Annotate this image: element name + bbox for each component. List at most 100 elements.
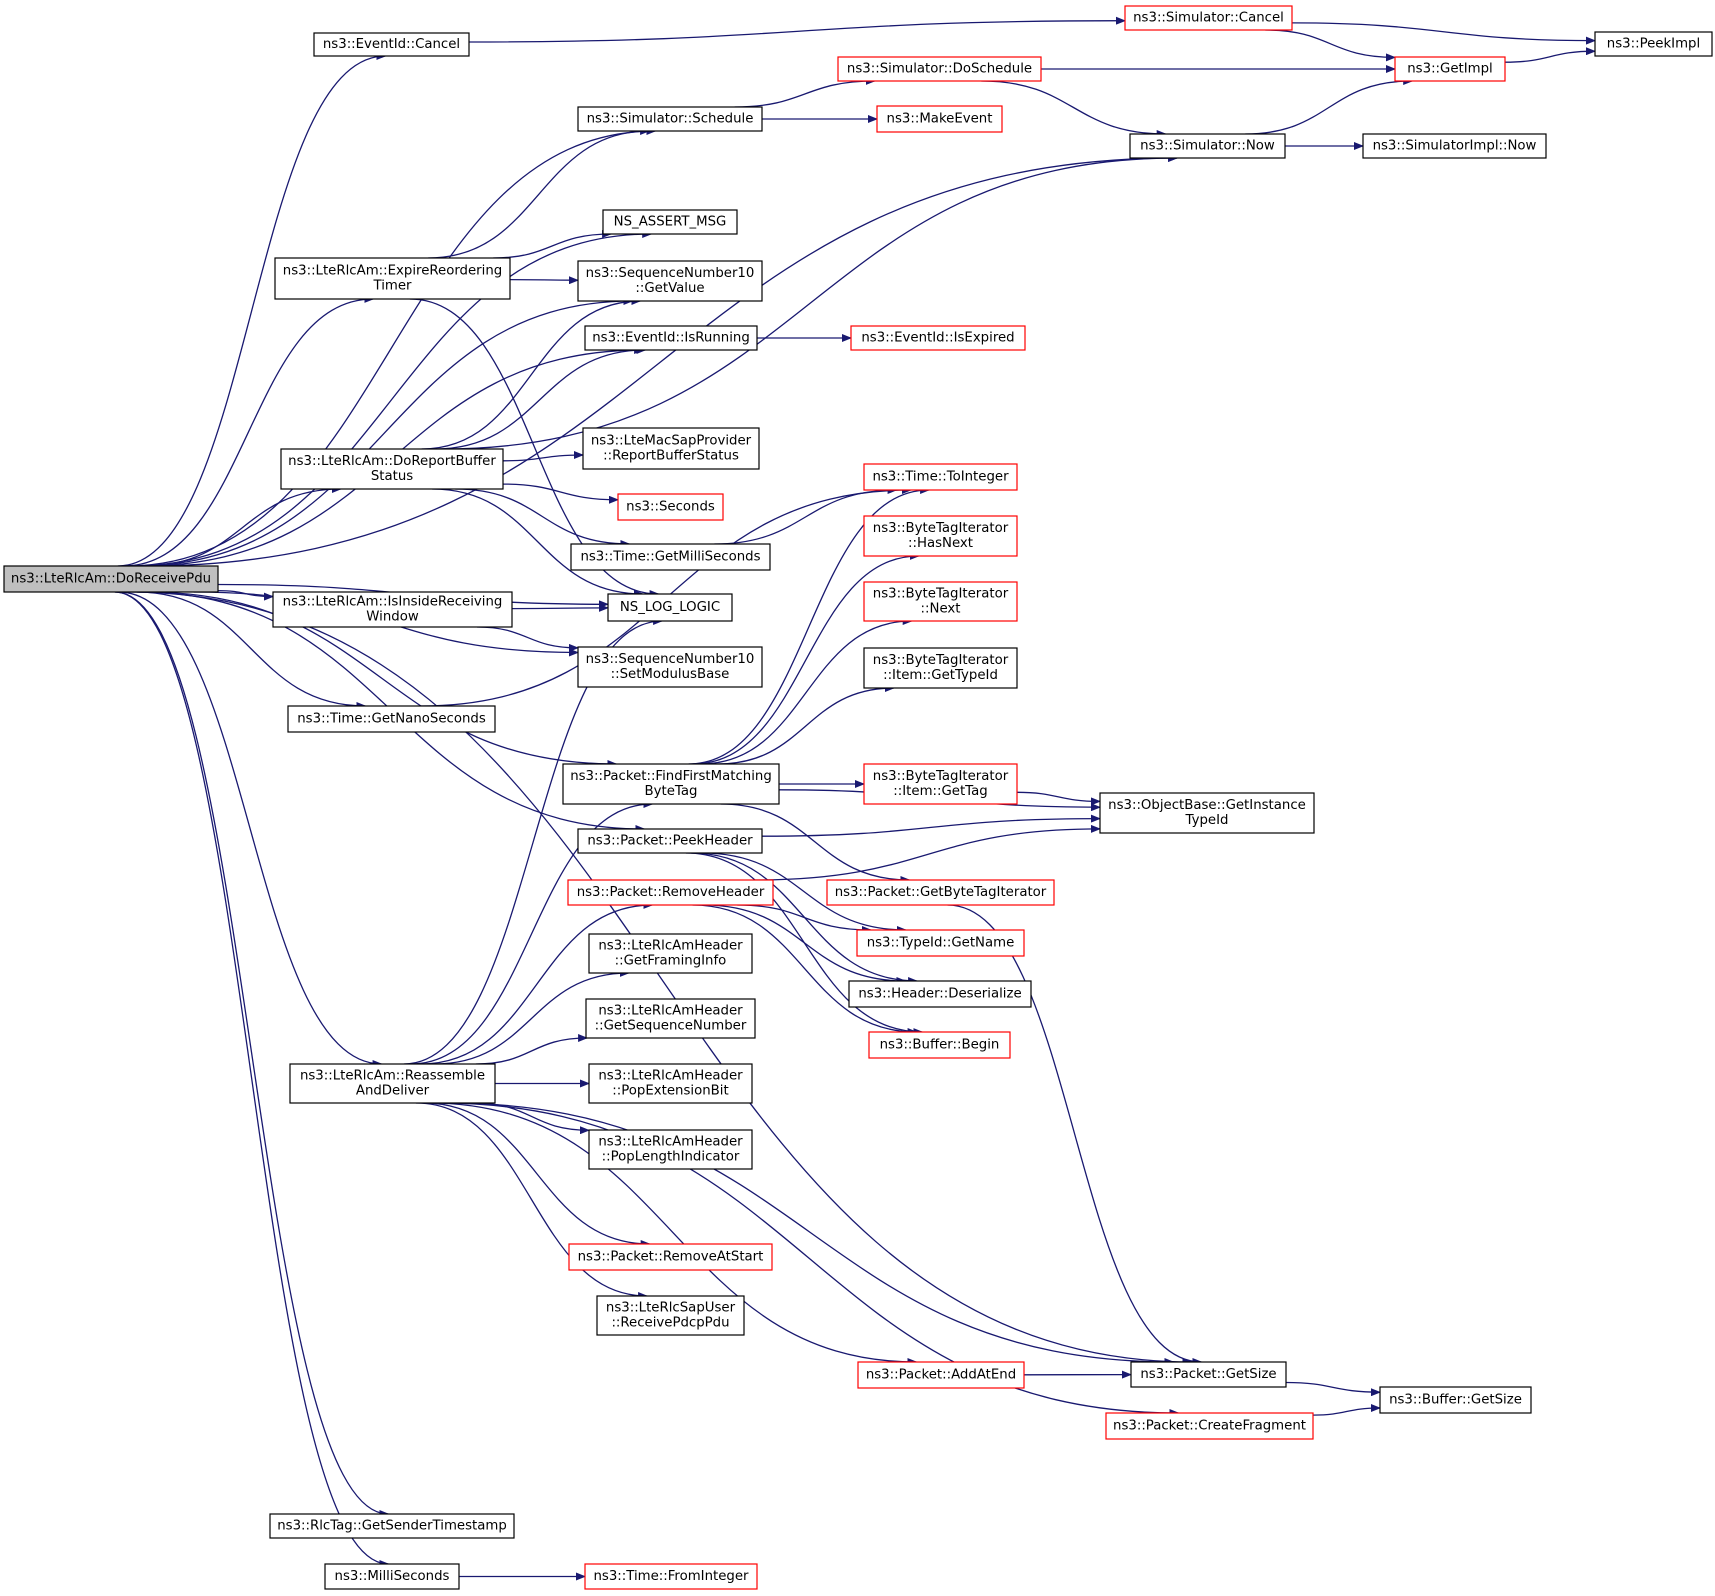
node-time-getms[interactable]: ns3::Time::GetMilliSeconds bbox=[570, 543, 771, 571]
edge-root-to-milliseconds bbox=[114, 591, 390, 1568]
node-seq-setmod[interactable]: ns3::SequenceNumber10::SetModulusBase bbox=[577, 646, 763, 688]
node-getimpl[interactable]: ns3::GetImpl bbox=[1394, 56, 1506, 82]
node-peekimpl[interactable]: ns3::PeekImpl bbox=[1594, 31, 1713, 57]
node-label: ns3::Seconds bbox=[626, 500, 715, 515]
node-label: ::PopLengthIndicator bbox=[602, 1150, 740, 1165]
node-box bbox=[269, 1513, 515, 1539]
node-packet-getsize[interactable]: ns3::Packet::GetSize bbox=[1130, 1361, 1287, 1388]
node-box bbox=[863, 515, 1018, 557]
node-createfragment[interactable]: ns3::Packet::CreateFragment bbox=[1105, 1412, 1314, 1440]
edge-root-to-sim_now bbox=[143, 154, 1179, 567]
node-reportbufferstatus[interactable]: ns3::LteMacSapProvider::ReportBufferStat… bbox=[582, 427, 760, 470]
edge-root-to-reassemble bbox=[118, 591, 383, 1068]
node-label: Window bbox=[366, 610, 419, 625]
node-makeevent[interactable]: ns3::MakeEvent bbox=[876, 105, 1003, 133]
node-getframinginfo[interactable]: ns3::LteRlcAmHeader::GetFramingInfo bbox=[588, 933, 753, 974]
node-box bbox=[857, 1361, 1025, 1389]
edge-doreportbuffer-to-ns_log bbox=[432, 488, 644, 598]
node-label: ::HasNext bbox=[908, 536, 973, 551]
node-popext[interactable]: ns3::LteRlcAmHeader::PopExtensionBit bbox=[588, 1063, 753, 1104]
node-label: ns3::Packet::FindFirstMatching bbox=[570, 769, 772, 784]
node-box bbox=[588, 933, 753, 974]
node-label: ns3::Packet::AddAtEnd bbox=[866, 1368, 1016, 1383]
node-root[interactable]: ns3::LteRlcAm::DoReceivePdu bbox=[3, 565, 219, 593]
node-box bbox=[274, 257, 511, 300]
node-buffer-begin[interactable]: ns3::Buffer::Begin bbox=[868, 1031, 1011, 1059]
node-sim-doschedule[interactable]: ns3::Simulator::DoSchedule bbox=[837, 56, 1042, 82]
node-bti-gettypeid[interactable]: ns3::ByteTagIterator::Item::GetTypeId bbox=[863, 647, 1018, 689]
node-label: ns3::LteRlcAmHeader bbox=[598, 1004, 743, 1019]
node-header-deser[interactable]: ns3::Header::Deserialize bbox=[848, 980, 1032, 1008]
node-label: ::GetValue bbox=[635, 281, 704, 296]
edge-reassemble-to-createfragment bbox=[438, 1102, 1180, 1417]
node-bti-gettag[interactable]: ns3::ByteTagIterator::Item::GetTag bbox=[863, 763, 1018, 805]
node-ns-log[interactable]: NS_LOG_LOGIC bbox=[607, 593, 733, 622]
edge-createfragment-to-buffer_getsize bbox=[1312, 1404, 1381, 1416]
node-box bbox=[280, 448, 504, 490]
node-milliseconds[interactable]: ns3::MilliSeconds bbox=[324, 1563, 460, 1590]
node-time-tointeger[interactable]: ns3::Time::ToInteger bbox=[863, 463, 1018, 491]
node-sim-cancel[interactable]: ns3::Simulator::Cancel bbox=[1124, 5, 1293, 31]
node-removeheader[interactable]: ns3::Packet::RemoveHeader bbox=[567, 879, 774, 906]
node-box bbox=[868, 1031, 1011, 1059]
node-removeatstart[interactable]: ns3::Packet::RemoveAtStart bbox=[568, 1243, 773, 1271]
node-box bbox=[1099, 792, 1315, 834]
node-box bbox=[570, 543, 771, 571]
node-box bbox=[1105, 1412, 1314, 1440]
node-eventid-isexpired[interactable]: ns3::EventId::IsExpired bbox=[850, 325, 1026, 351]
node-box bbox=[596, 1295, 745, 1336]
node-simimpl-now[interactable]: ns3::SimulatorImpl::Now bbox=[1362, 133, 1547, 159]
node-receivepdcp[interactable]: ns3::LteRlcSapUser::ReceivePdcpPdu bbox=[596, 1295, 745, 1336]
node-box bbox=[1394, 56, 1506, 82]
edge-root-to-findfirst bbox=[146, 591, 618, 768]
node-peekheader[interactable]: ns3::Packet::PeekHeader bbox=[577, 828, 763, 854]
node-box bbox=[617, 493, 724, 521]
edge-doreportbuffer-to-eventid_isrunning bbox=[434, 346, 647, 450]
node-label: ns3::GetImpl bbox=[1407, 62, 1492, 77]
node-label: ns3::Time::FromInteger bbox=[593, 1569, 749, 1584]
node-rlctag[interactable]: ns3::RlcTag::GetSenderTimestamp bbox=[269, 1513, 515, 1539]
node-buffer-getsize[interactable]: ns3::Buffer::GetSize bbox=[1379, 1386, 1532, 1414]
node-sim-now[interactable]: ns3::Simulator::Now bbox=[1129, 133, 1286, 159]
node-getseqnum[interactable]: ns3::LteRlcAmHeader::GetSequenceNumber bbox=[585, 998, 756, 1039]
node-seq-getvalue[interactable]: ns3::SequenceNumber10::GetValue bbox=[577, 260, 763, 302]
node-time-getns[interactable]: ns3::Time::GetNanoSeconds bbox=[287, 705, 496, 733]
node-addatend[interactable]: ns3::Packet::AddAtEnd bbox=[857, 1361, 1025, 1389]
node-label: ::ReportBufferStatus bbox=[603, 449, 739, 464]
node-getbytetagiter[interactable]: ns3::Packet::GetByteTagIterator bbox=[826, 879, 1055, 906]
node-typeid-getname[interactable]: ns3::TypeId::GetName bbox=[856, 929, 1025, 957]
node-label: ns3::Packet::RemoveAtStart bbox=[578, 1250, 764, 1265]
node-label: ns3::SimulatorImpl::Now bbox=[1373, 139, 1537, 154]
call-edges bbox=[114, 16, 1596, 1581]
node-sim-schedule[interactable]: ns3::Simulator::Schedule bbox=[577, 106, 763, 132]
node-box bbox=[577, 828, 763, 854]
node-bti-next[interactable]: ns3::ByteTagIterator::Next bbox=[863, 581, 1018, 622]
node-box bbox=[577, 260, 763, 302]
node-seconds[interactable]: ns3::Seconds bbox=[617, 493, 724, 521]
node-eventid-cancel[interactable]: ns3::EventId::Cancel bbox=[313, 32, 470, 57]
node-box bbox=[863, 463, 1018, 491]
node-eventid-isrunning[interactable]: ns3::EventId::IsRunning bbox=[584, 325, 758, 351]
node-label: ns3::Buffer::Begin bbox=[880, 1038, 1000, 1053]
edge-doreportbuffer-to-seq_getvalue bbox=[421, 297, 642, 450]
node-poplen[interactable]: ns3::LteRlcAmHeader::PopLengthIndicator bbox=[588, 1129, 753, 1170]
node-time-fromint[interactable]: ns3::Time::FromInteger bbox=[584, 1563, 758, 1590]
node-label: ::Item::GetTypeId bbox=[883, 668, 998, 683]
node-box bbox=[826, 879, 1055, 906]
node-ns-assert[interactable]: NS_ASSERT_MSG bbox=[602, 209, 738, 235]
node-box bbox=[272, 591, 513, 628]
node-box bbox=[588, 1129, 753, 1170]
edge-doreportbuffer-to-seconds bbox=[502, 483, 619, 504]
node-label: NS_ASSERT_MSG bbox=[614, 215, 727, 230]
edge-doreportbuffer-to-time_getms bbox=[455, 488, 631, 548]
node-bti-hasnext[interactable]: ns3::ByteTagIterator::HasNext bbox=[863, 515, 1018, 557]
node-box bbox=[577, 106, 763, 132]
edge-sim_cancel-to-getimpl bbox=[1265, 29, 1396, 62]
node-label: ::Next bbox=[921, 602, 961, 617]
